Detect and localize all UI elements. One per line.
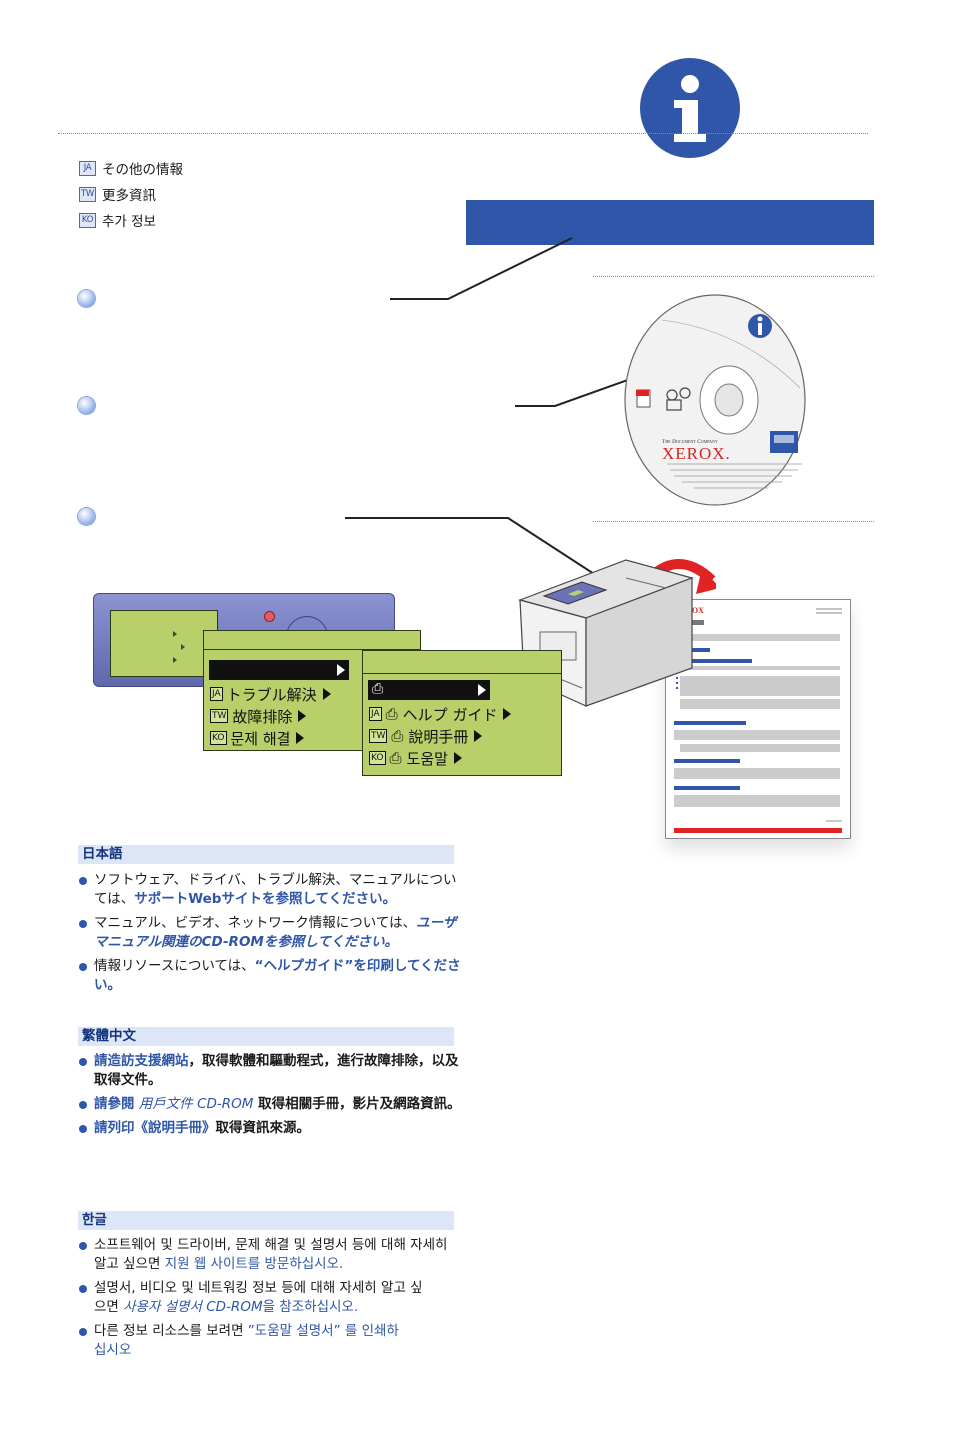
info-icon xyxy=(640,58,740,158)
list-item: マニュアル、ビデオ、ネットワーク情報については、ユーザマニュアル関連のCD-RO… xyxy=(78,914,468,952)
help-item-tw[interactable]: TW ⎙ 說明手冊 xyxy=(369,725,483,747)
cd-rom-reference: 用戶文件 CD-ROM xyxy=(138,1096,254,1112)
menu-item-ko[interactable]: KO 문제 해결 xyxy=(210,727,305,749)
menu-divider xyxy=(204,649,420,650)
menu-tag-ko: KO xyxy=(210,731,227,745)
menu-tag-ja: JA xyxy=(210,687,223,701)
url-banner xyxy=(466,200,874,245)
chevron-right-icon xyxy=(298,710,307,722)
step-bullet-3 xyxy=(78,508,95,525)
list-item: 情報リソースについては、“ヘルプガイド”を印刷してください。 xyxy=(78,957,468,995)
support-website-link[interactable]: サポートWebサイトを参照してください。 xyxy=(134,891,397,907)
list-text: 설명서, 비디오 및 네트워킹 정보 등에 대해 자세히 알고 싶으면 xyxy=(94,1280,423,1315)
list-text: 取得資訊來源。 xyxy=(215,1120,311,1136)
list-text: 을 참조하십시오. xyxy=(262,1299,359,1315)
help-item-ja[interactable]: JA ⎙ ヘルプ ガイド xyxy=(369,703,512,725)
help-guide-reference: 請列印《說明手冊》 xyxy=(94,1120,216,1136)
right-divider-bottom xyxy=(593,521,874,522)
title-text-tw: 更多資訊 xyxy=(102,188,156,204)
step-bullet-1 xyxy=(78,290,95,307)
title-tw: TW 更多資訊 xyxy=(79,184,156,204)
list-text: 取得相關手冊，影片及網路資訊。 xyxy=(253,1096,461,1112)
help-label-ja: ヘルプ ガイド xyxy=(402,705,498,724)
menu-item-tw[interactable]: TW 故障排除 xyxy=(210,705,307,727)
section-heading-ko: 한글 xyxy=(78,1211,454,1230)
title-ja: JA その他の情報 xyxy=(79,158,183,178)
list-text: ，取得軟體和驅動程式，進行故障排除，以及取得文件。 xyxy=(94,1053,459,1088)
cd-rom-reference: 사용자 설명서 CD-ROM xyxy=(123,1299,263,1315)
panel-cancel-button[interactable] xyxy=(264,611,275,622)
lang-tag-ja: JA xyxy=(79,160,96,176)
menu-tag-tw: TW xyxy=(210,709,229,723)
printer-icon: ⎙ xyxy=(372,681,384,697)
support-website-link[interactable]: 請造訪支援網站 xyxy=(94,1053,189,1069)
list-text: 請參閱 xyxy=(94,1096,135,1112)
panel-display-arrows xyxy=(173,631,185,663)
list-text: 情報リソースについては、 xyxy=(94,958,255,974)
list-item: ソフトウェア、ドライバ、トラブル解決、マニュアルについては、サポートWebサイト… xyxy=(78,871,468,909)
section-heading-tw: 繁體中文 xyxy=(78,1027,454,1046)
list-item: 설명서, 비디오 및 네트워킹 정보 등에 대해 자세히 알고 싶으면 사용자 … xyxy=(78,1279,463,1317)
panel-display xyxy=(110,610,218,677)
menu-help-guide: ⎙ JA ⎙ ヘルプ ガイド TW ⎙ 說明手冊 KO ⎙ 도움말 xyxy=(362,650,562,776)
title-text-ko: 추가 정보 xyxy=(102,214,156,230)
section-heading-ja: 日本語 xyxy=(78,845,454,864)
list-text: 소프트웨어 및 드라이버, 문제 해결 및 설명서 등에 대해 자세히 알고 싶… xyxy=(94,1237,448,1272)
chevron-right-icon xyxy=(503,708,512,720)
section-list-ja: ソフトウェア、ドライバ、トラブル解決、マニュアルについては、サポートWebサイト… xyxy=(78,871,468,1000)
chevron-right-icon xyxy=(322,688,331,700)
help-label-ko: 도움말 xyxy=(406,749,448,768)
help-guide-sheet: XEROX xyxy=(665,599,851,839)
sheet-content-lines xyxy=(674,608,842,833)
printer-icon: ⎙ xyxy=(389,749,402,767)
list-item: 소프트웨어 및 드라이버, 문제 해결 및 설명서 등에 대해 자세히 알고 싶… xyxy=(78,1236,463,1274)
list-text: マニュアル、ビデオ、ネットワーク情報については、 xyxy=(94,915,417,931)
list-item: 다른 정보 리소스를 보려면 ”도움말 설명서” 를 인쇄하십시오 xyxy=(78,1322,463,1360)
menu-divider xyxy=(363,673,561,674)
help-guide-reference: ”도움말 설명서” 를 인쇄하십시오 xyxy=(94,1323,399,1358)
step-bullet-2 xyxy=(78,397,95,414)
cd-brand-name: XEROX. xyxy=(662,444,731,463)
help-tag-ja: JA xyxy=(369,707,382,721)
menu-selected-row[interactable]: ⎙ xyxy=(368,680,490,700)
support-website-link[interactable]: 지원 웹 사이트를 방문하십시오. xyxy=(164,1256,344,1272)
right-divider-top xyxy=(593,276,874,277)
title-ko: KO 추가 정보 xyxy=(79,210,156,230)
help-tag-tw: TW xyxy=(369,729,388,743)
list-item: 請造訪支援網站，取得軟體和驅動程式，進行故障排除，以及取得文件。 xyxy=(78,1052,468,1090)
title-text-ja: その他の情報 xyxy=(102,162,183,178)
selected-arrow-icon xyxy=(337,664,345,676)
selected-arrow-icon xyxy=(478,684,486,696)
menu-label-tw: 故障排除 xyxy=(232,707,293,726)
list-text: 다른 정보 리소스를 보려면 xyxy=(94,1323,248,1339)
menu-label-ko: 문제 해결 xyxy=(230,729,291,748)
section-list-ko: 소프트웨어 및 드라이버, 문제 해결 및 설명서 등에 대해 자세히 알고 싶… xyxy=(78,1236,463,1365)
help-tag-ko: KO xyxy=(369,751,386,765)
printer-icon: ⎙ xyxy=(391,727,404,745)
header-divider xyxy=(58,133,868,134)
help-item-ko[interactable]: KO ⎙ 도움말 xyxy=(369,747,462,769)
lang-tag-ko: KO xyxy=(79,212,96,228)
section-list-tw: 請造訪支援網站，取得軟體和驅動程式，進行故障排除，以及取得文件。 請參閱 用戶文… xyxy=(78,1052,468,1143)
list-text: ソフトウェア、ドライバ、トラブル解決、マニュアルについては、 xyxy=(94,872,457,907)
lang-tag-tw: TW xyxy=(79,186,96,202)
list-item: 請列印《說明手冊》取得資訊來源。 xyxy=(78,1119,468,1138)
cd-rom-illustration: The Document Company XEROX. xyxy=(622,290,808,508)
cd-rom-reference: ユーザマニュアル関連のCD-ROMを参照してください。 xyxy=(94,915,457,950)
list-item: 請參閱 用戶文件 CD-ROM 取得相關手冊，影片及網路資訊。 xyxy=(78,1095,468,1114)
chevron-right-icon xyxy=(474,730,483,742)
chevron-right-icon xyxy=(296,732,305,744)
help-label-tw: 說明手冊 xyxy=(408,727,469,746)
printer-icon: ⎙ xyxy=(385,705,398,723)
help-guide-reference: “ヘルプガイド”を印刷してください。 xyxy=(94,958,461,993)
menu-selected-row[interactable] xyxy=(209,660,349,680)
menu-label-ja: トラブル解決 xyxy=(226,685,317,704)
menu-item-ja[interactable]: JA トラブル解決 xyxy=(210,683,331,705)
cd-brand-tagline: The Document Company xyxy=(662,439,718,445)
chevron-right-icon xyxy=(453,752,462,764)
